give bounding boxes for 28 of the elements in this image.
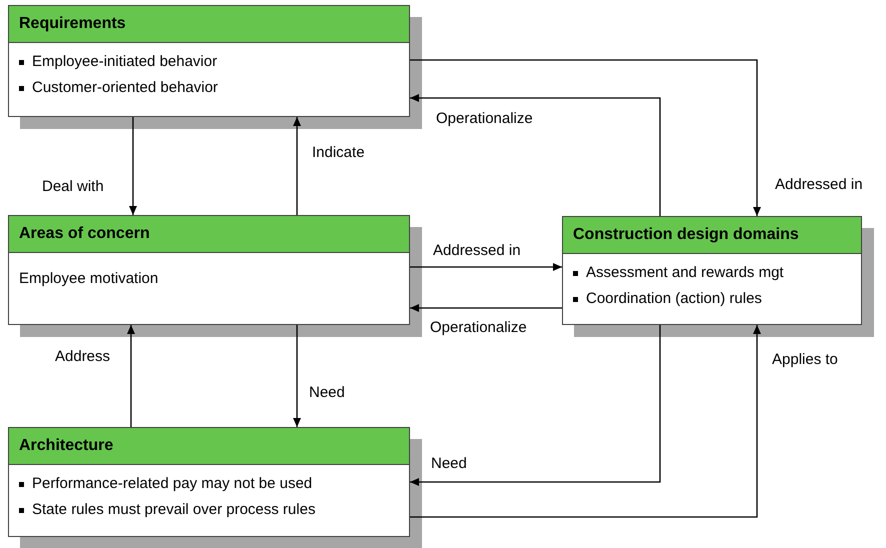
edge-label: Operationalize	[430, 318, 527, 338]
box-header: Architecture	[9, 428, 409, 465]
arrow	[410, 325, 761, 518]
arrow	[127, 325, 135, 427]
arrow	[410, 325, 661, 486]
body-text: Employee motivation	[19, 269, 160, 289]
bullet-text: State rules must prevail over process rules	[32, 500, 316, 520]
arrow	[410, 59, 761, 216]
box-header: Areas of concern	[9, 216, 409, 253]
process-box	[8, 215, 410, 325]
process-box	[8, 5, 410, 117]
bullet-text: Assessment and rewards mgt	[586, 263, 784, 283]
bullet-text: Coordination (action) rules	[586, 289, 762, 309]
arrow	[410, 304, 562, 312]
arrow	[129, 117, 137, 215]
bullet-text: Employee-initiated behavior	[32, 52, 218, 72]
arrow	[410, 263, 562, 271]
bullet-text: Customer-oriented behavior	[32, 78, 218, 98]
bullet-text: Performance-related pay may not be used	[32, 474, 312, 494]
box-header: Construction design domains	[563, 217, 861, 254]
arrow	[293, 117, 301, 215]
arrow	[410, 94, 661, 216]
process-box	[8, 427, 410, 537]
box-header: Requirements	[9, 6, 409, 43]
edge-label: Operationalize	[436, 109, 533, 129]
process-box	[562, 216, 862, 325]
arrow	[293, 325, 301, 427]
edge-label: Applies to	[772, 350, 838, 370]
